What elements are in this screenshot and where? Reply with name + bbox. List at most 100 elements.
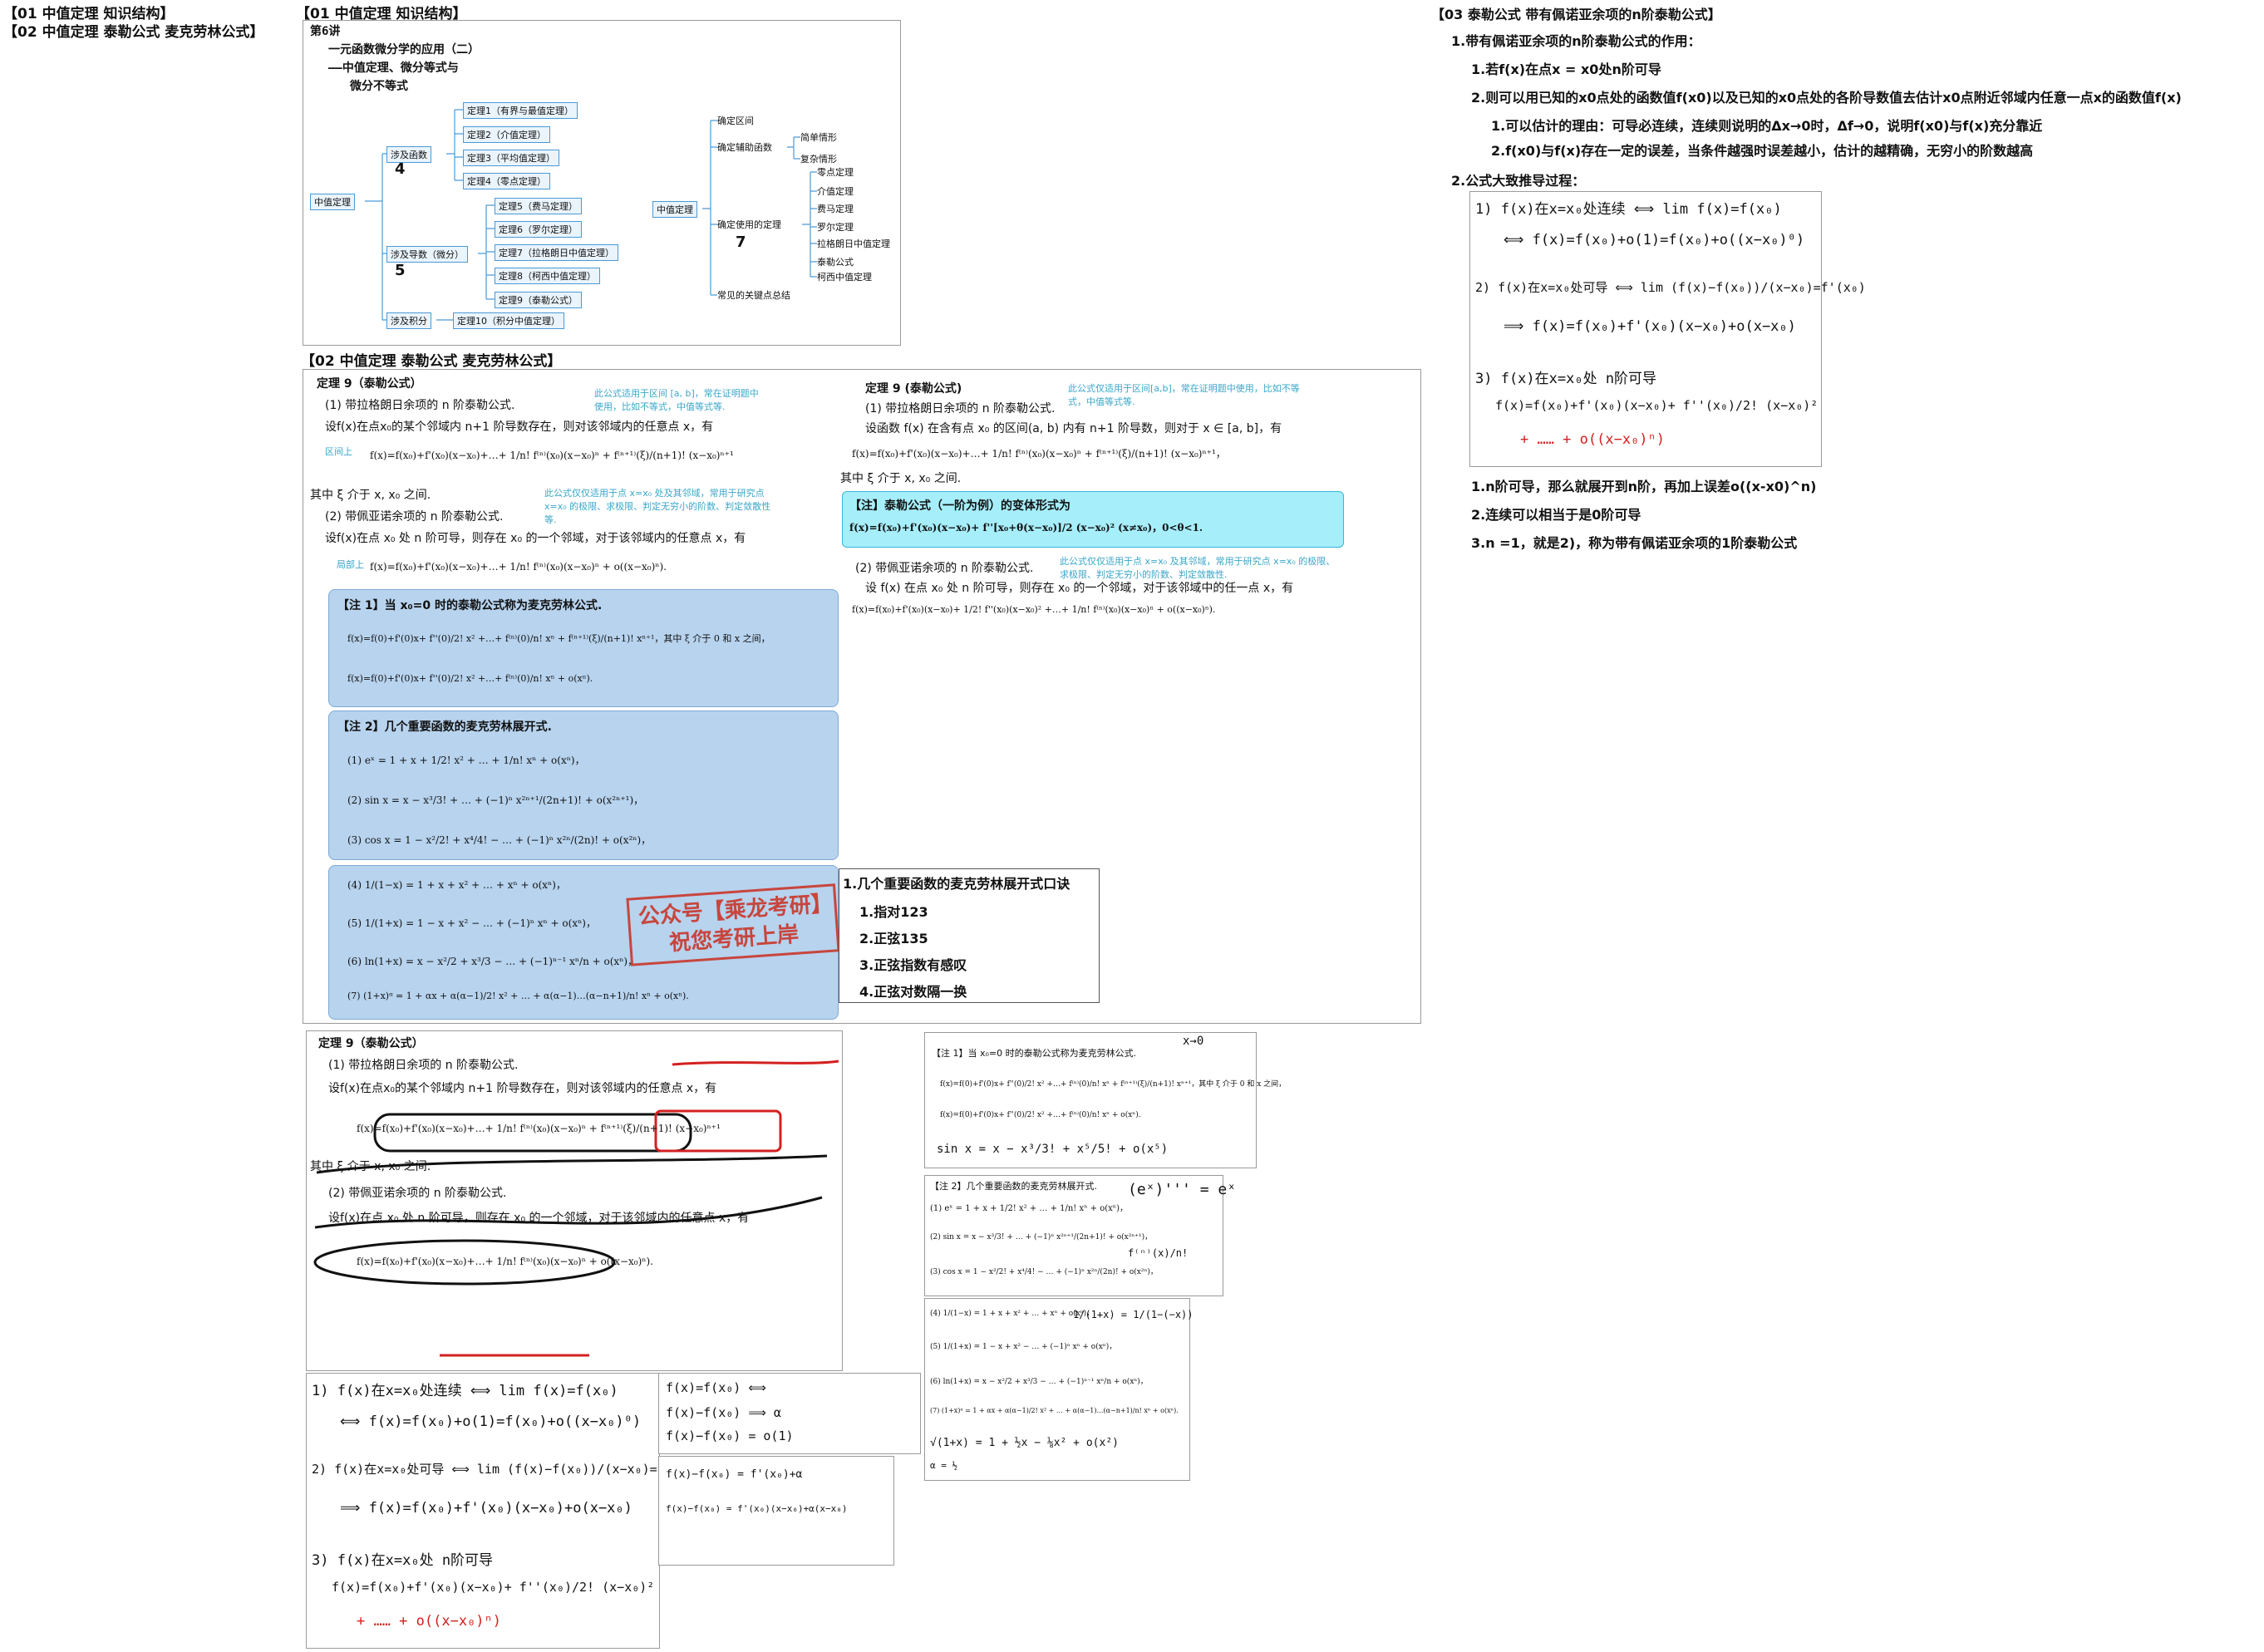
mnemonic-item: 1.指对123 (859, 904, 928, 920)
left-item2-body: 设f(x)在点 x₀ 处 n 阶可导，则存在 x₀ 的一个邻域，对于该邻域内的任… (325, 532, 746, 545)
s03-hand-line: 2) f(x)在x=x₀处可导 ⟺ lim (f(x)−f(x₀))/(x−x₀… (1475, 280, 1866, 295)
mindmap-branch-2: 涉及导数（微分） (386, 246, 468, 263)
mindmap-branch-1-count: 4 (395, 160, 406, 178)
handwritten-scrap-1: f(x)=f(x₀) ⟺ f(x)−f(x₀) ⟹ α f(x)−f(x₀) =… (658, 1373, 921, 1454)
left-item1-tag: 区间上 (325, 446, 352, 457)
s03-s2: 2.连续可以相当于是0阶可导 (1471, 507, 1641, 523)
s03-q1-2-2: 2.f(x0)与f(x)存在一定的误差，当条件越强时误差越小，估计的越精确，无穷… (1491, 143, 2034, 159)
mindmap-item: 定理8（柯西中值定理） (495, 268, 600, 284)
hand-line: 3) f(x)在x=x₀处 n阶可导 (312, 1552, 494, 1569)
mindmap-right-label: 常见的关键点总结 (717, 290, 790, 301)
s03-q1-1: 1.若f(x)在点x = x0处n阶可导 (1471, 61, 1661, 77)
watermark-stamp: 公众号【乘龙考研】 祝您考研上岸 (626, 883, 840, 966)
right-item1: (1) 带拉格朗日余项的 n 阶泰勒公式. (865, 402, 1056, 415)
mindmap-right-root: 中值定理 (652, 201, 697, 218)
mnemonic-box: 1.几个重要函数的麦克劳林展开式口诀 1.指对123 2.正弦135 3.正弦指… (839, 868, 1100, 1003)
mnemonic-item: 2.正弦135 (859, 931, 928, 946)
mindmap-theorem-item: 费马定理 (817, 204, 854, 214)
s03-hand-line: 3) f(x)在x=x₀处 n阶可导 (1475, 371, 1657, 387)
right-formula1: f(x)=f(x₀)+f'(x₀)(x−x₀)+…+ 1/n! f⁽ⁿ⁾(x₀)… (852, 448, 1226, 460)
mindmap-theorem-item: 罗尔定理 (817, 222, 854, 233)
mnemonic-item: 4.正弦对数隔一换 (859, 984, 967, 1000)
mindmap-root: 中值定理 (310, 194, 355, 210)
right-item2: (2) 带佩亚诺余项的 n 阶泰勒公式. (855, 562, 1034, 575)
mindmap-item: 定理7（拉格朗日中值定理） (495, 244, 618, 261)
note1-annotated-image: 【注 1】当 x₀=0 时的泰勒公式称为麦克劳林公式. f(x)=f(0)+f'… (924, 1032, 1286, 1168)
note1-annot-title: 【注 1】当 x₀=0 时的泰勒公式称为麦克劳林公式. (932, 1048, 1137, 1059)
scrap1-line: f(x)=f(x₀) ⟺ (666, 1380, 766, 1395)
note3-f7: (7) (1+x)ᵅ = 1 + αx + α(α−1)/2! x² + … +… (347, 991, 689, 1001)
note2-annot-hand: (eˣ)''' = eˣ (1128, 1181, 1237, 1198)
mindmap-item: 定理10（积分中值定理） (453, 312, 564, 329)
hand-line: 2) f(x)在x=x₀处可导 ⟺ lim (f(x)−f(x₀))/(x−x₀… (312, 1462, 702, 1477)
cyan-note-box: 【注】泰勒公式（一阶为例）的变体形式为 f(x)=f(x₀)+f'(x₀)(x−… (842, 491, 1344, 548)
annot-item2: (2) 带佩亚诺余项的 n 阶泰勒公式. (328, 1187, 507, 1200)
note3-annotated-image: (4) 1/(1−x) = 1 + x + x² + … + xⁿ + o(xⁿ… (924, 1298, 1194, 1481)
note2-annotated-image: 【注 2】几个重要函数的麦克劳林展开式. (1) eˣ = 1 + x + 1/… (924, 1175, 1236, 1296)
left-formula1: f(x)=f(x₀)+f'(x₀)(x−x₀)+…+ 1/n! f⁽ⁿ⁾(x₀)… (370, 450, 734, 461)
left-note1: 此公式适用于区间 [a, b]，常在证明题中使用，比如不等式，中值等式等. (594, 388, 759, 412)
nav-item-01[interactable]: 【01 中值定理 知识结构】 (3, 6, 175, 22)
scrap1-line: f(x)−f(x₀) = o(1) (666, 1428, 794, 1443)
s03-q1-2: 2.则可以用已知的x0点处的函数值f(x0)以及已知的x0点处的各阶导数值去估计… (1471, 90, 2182, 106)
handwritten-scrap-2: f(x)−f(x₀) = f'(x₀)+α f(x)−f(x₀) = f'(x₀… (658, 1456, 894, 1566)
annot-item1: (1) 带拉格朗日余项的 n 阶泰勒公式. (328, 1059, 519, 1072)
hand-line: + …… + o((x−x₀)ⁿ) (357, 1613, 501, 1630)
left-note2: 此公式仅仅适用于点 x=x₀ 处及其邻域，常用于研究点 x=x₀ 的极限、求极限… (544, 488, 771, 525)
mnemonic-item: 3.正弦指数有感叹 (859, 957, 967, 973)
scrap2-line: f(x)−f(x₀) = f'(x₀)+α (666, 1468, 803, 1481)
nav-item-02[interactable]: 【02 中值定理 泰勒公式 麦克劳林公式】 (3, 24, 264, 41)
note3-box: (4) 1/(1−x) = 1 + x + x² + … + xⁿ + o(xⁿ… (328, 865, 840, 1020)
note1-annot-hand: sin x = x − x³/3! + x⁵/5! + o(x⁵) (937, 1143, 1169, 1156)
note2-annot-hand: f⁽ⁿ⁾(x)/n! (1128, 1247, 1189, 1259)
annot-item1-body: 设f(x)在点x₀的某个邻域内 n+1 阶导数存在，则对该邻域内的任意点 x，有 (328, 1082, 717, 1095)
note3-f4: (4) 1/(1−x) = 1 + x + x² + … + xⁿ + o(xⁿ… (347, 879, 566, 891)
mindmap-right-label: 确定辅助函数 (717, 142, 772, 153)
note2-annot-f2: (2) sin x = x − x³/3! + … + (−1)ⁿ x²ⁿ⁺¹/… (930, 1233, 1153, 1241)
s03-hand-line: + …… + o((x−x₀)ⁿ) (1520, 431, 1665, 448)
s03-q1: 1.带有佩诺亚余项的n阶泰勒公式的作用： (1451, 33, 1701, 49)
mindmap-item: 定理9（泰勒公式） (495, 292, 582, 308)
left-formula2: f(x)=f(x₀)+f'(x₀)(x−x₀)+…+ 1/n! f⁽ⁿ⁾(x₀)… (370, 561, 667, 573)
annot-xi-note: 其中 ξ 介于 x, x₀ 之间. (310, 1160, 431, 1173)
hand-line: 1) f(x)在x=x₀处连续 ⟺ lim f(x)=f(x₀) (312, 1383, 618, 1399)
note2-annot-title: 【注 2】几个重要函数的麦克劳林展开式. (930, 1181, 1097, 1192)
s03-s1: 1.n阶可导，那么就展开到n阶，再加上误差o((x-x0)^n) (1471, 479, 1817, 494)
note1-box: 【注 1】当 x₀=0 时的泰勒公式称为麦克劳林公式. f(x)=f(0)+f'… (328, 589, 839, 707)
section-01-title: 【01 中值定理 知识结构】 (296, 6, 467, 22)
annotation-strokes (313, 1060, 839, 1357)
note3-annot-f6: (6) ln(1+x) = x − x²/2 + x³/3 − … + (−1)… (930, 1378, 1148, 1386)
note1-title: 【注 1】当 x₀=0 时的泰勒公式称为麦克劳林公式. (337, 599, 603, 612)
s03-hand-line: ⟹ f(x)=f(x₀)+f'(x₀)(x−x₀)+o(x−x₀) (1504, 318, 1796, 335)
left-item1-body: 设f(x)在点x₀的某个邻域内 n+1 阶导数存在，则对该邻域内的任意点 x，有 (325, 420, 714, 434)
taylor-textbook-image: 定理 9（泰勒公式） (1) 带拉格朗日余项的 n 阶泰勒公式. 设f(x)在点… (303, 369, 1421, 1024)
s03-hand-line: 1) f(x)在x=x₀处连续 ⟺ lim f(x)=f(x₀) (1475, 201, 1782, 218)
note3-annot-f5: (5) 1/(1+x) = 1 − x + x² − … + (−1)ⁿ xⁿ … (930, 1343, 1117, 1351)
note2-box: 【注 2】几个重要函数的麦克劳林展开式. (1) eˣ = 1 + x + 1/… (328, 710, 839, 860)
mindmap-image: 第6讲 一元函数微分学的应用（二） ——中值定理、微分等式与 微分不等式 中值定… (303, 20, 901, 346)
note2-f1: (1) eˣ = 1 + x + 1/2! x² + … + 1/n! xⁿ +… (347, 755, 585, 766)
scrap2-line: f(x)−f(x₀) = f'(x₀)(x−x₀)+α(x−x₀) (666, 1503, 848, 1514)
left-item2-tag: 局部上 (337, 559, 364, 570)
mindmap-theorem-count: 7 (736, 234, 746, 251)
mindmap-theorem-item: 拉格朗日中值定理 (817, 238, 890, 249)
left-item2: (2) 带佩亚诺余项的 n 阶泰勒公式. (325, 510, 504, 524)
mindmap-item: 定理5（费马定理） (495, 198, 582, 214)
mindmap-item: 定理3（平均值定理） (463, 150, 559, 166)
mindmap-branch-2-count: 5 (395, 262, 406, 279)
right-formula2: f(x)=f(x₀)+f'(x₀)(x−x₀)+ 1/2! f''(x₀)(x−… (852, 604, 1216, 615)
note1-annot-hand: x→0 (1183, 1035, 1204, 1048)
s03-q1-2-1: 1.可以估计的理由：可导必连续，连续则说明的Δx→0时，Δf→0，说明f(x0)… (1491, 118, 2043, 134)
section-02-title: 【02 中值定理 泰勒公式 麦克劳林公式】 (301, 353, 562, 370)
note1-annot-line1: f(x)=f(0)+f'(0)x+ f''(0)/2! x² +…+ f⁽ⁿ⁾(… (940, 1080, 1287, 1089)
note2-annot-f3: (3) cos x = 1 − x²/2! + x⁴/4! − … + (−1)… (930, 1268, 1158, 1276)
note2-f2: (2) sin x = x − x³/3! + … + (−1)ⁿ x²ⁿ⁺¹/… (347, 794, 644, 806)
right-note2: 此公式仅仅适用于点 x=x₀ 及其邻域，常用于研究点 x=x₀ 的极限、求极限、… (1060, 556, 1336, 580)
cyan-note-title: 【注】泰勒公式（一阶为例）的变体形式为 (849, 499, 1070, 513)
mindmap-aux-item: 简单情形 (800, 132, 837, 143)
note2-title: 【注 2】几个重要函数的麦克劳林展开式. (337, 720, 552, 734)
mindmap-theorem-item: 零点定理 (817, 167, 854, 178)
mindmap-branch-1: 涉及函数 (386, 146, 431, 163)
note3-annot-hand: 1/(1+x) = 1/(1−(−x)) (1073, 1309, 1194, 1320)
s03-hand-line: f(x)=f(x₀)+f'(x₀)(x−x₀)+ f''(x₀)/2! (x−x… (1495, 398, 1819, 413)
